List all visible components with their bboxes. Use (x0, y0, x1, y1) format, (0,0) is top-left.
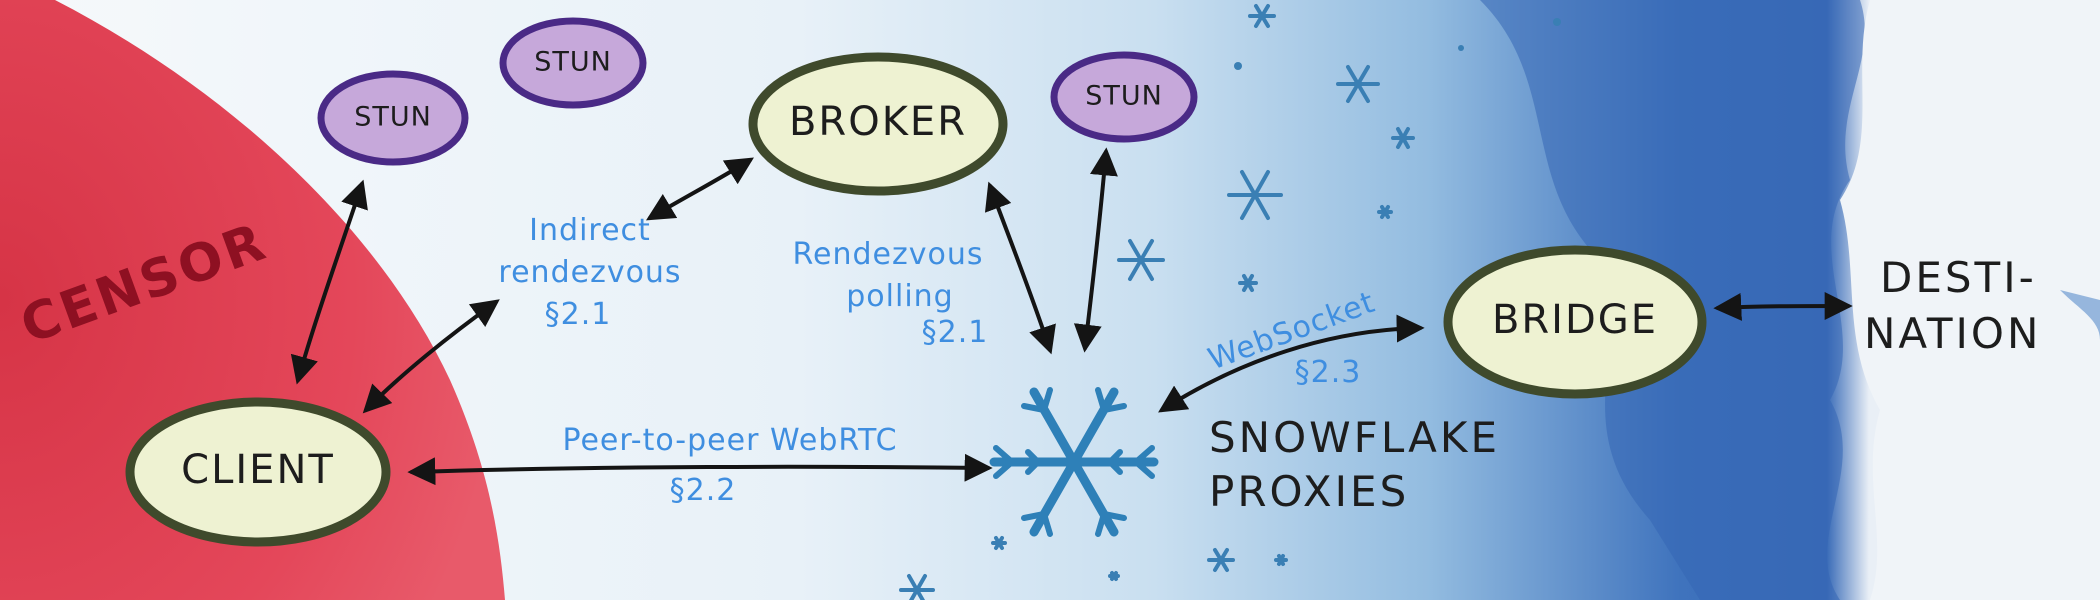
destination-clearing (1840, 0, 2100, 600)
stun-label: STUN (534, 47, 612, 78)
stun-server-left: STUN (317, 70, 469, 166)
stun-server-center: STUN (499, 17, 647, 109)
edge-label-line: rendezvous (498, 255, 681, 290)
destination-label-line2: NATION (1864, 309, 2041, 358)
arrow-stun-proxy (1073, 147, 1118, 353)
arrow-stun-client (290, 179, 368, 385)
snowflake-proxy-icon (989, 387, 1159, 537)
decorative-snowflakes (899, 4, 1561, 600)
edge-label-line: Indirect (529, 213, 651, 248)
broker-node: BROKER (748, 52, 1008, 196)
destination-edge-wash (2060, 290, 2100, 340)
edge-label-section: §2.1 (922, 315, 989, 350)
stun-label: STUN (354, 102, 432, 133)
broker-label: BROKER (789, 99, 967, 145)
peer-to-peer-label: Peer-to-peer WebRTC §2.2 (562, 423, 897, 508)
indirect-rendezvous-label: Indirect rendezvous §2.1 (498, 213, 681, 332)
bridge-node: BRIDGE (1443, 245, 1707, 399)
arrow-broker-proxy (984, 181, 1056, 355)
edge-label-section: §2.3 (1295, 355, 1362, 390)
snowflake-proxies-label-line2: PROXIES (1209, 467, 1409, 516)
client-node: CLIENT (125, 397, 391, 547)
rendezvous-polling-label: Rendezvous polling §2.1 (793, 237, 989, 350)
connection-arrows (290, 147, 1853, 486)
edge-label-section: §2.2 (670, 473, 737, 508)
stun-label: STUN (1085, 81, 1163, 112)
client-label: CLIENT (181, 447, 335, 493)
destination-label-line1: DESTI- (1880, 253, 2037, 302)
bridge-label: BRIDGE (1492, 297, 1658, 343)
edge-label-line: Rendezvous (793, 237, 984, 272)
arrow-client-proxy (407, 453, 993, 486)
edge-label-line: polling (846, 279, 953, 314)
arrow-client-indirect (362, 299, 500, 414)
edge-label-section: §2.1 (545, 297, 612, 332)
arrow-indirect-broker (645, 157, 754, 221)
arrow-bridge-destination (1713, 292, 1853, 321)
edge-label-line: Peer-to-peer WebRTC (562, 423, 897, 458)
stun-server-right: STUN (1050, 51, 1198, 143)
snowflake-proxies-label-line1: SNOWFLAKE (1209, 413, 1500, 462)
arrow-proxy-bridge (1158, 314, 1425, 413)
